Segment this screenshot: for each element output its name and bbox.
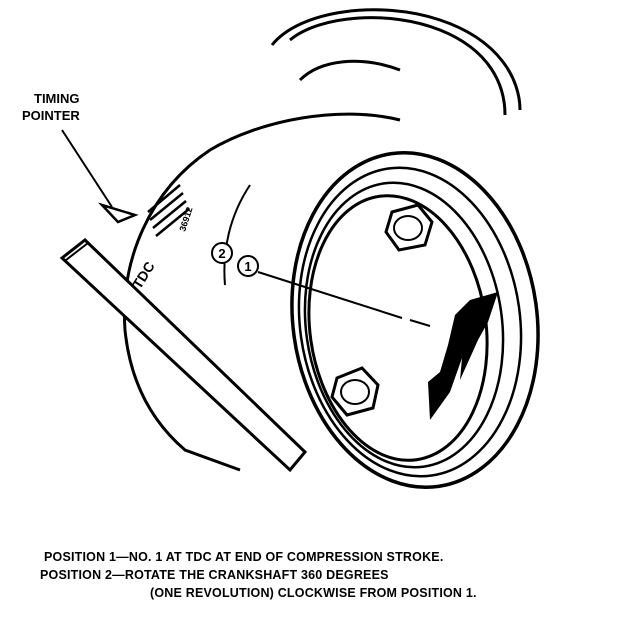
caption-line-3: (ONE REVOLUTION) CLOCKWISE FROM POSITION… <box>150 586 477 600</box>
position-1-marker: 1 <box>237 255 259 277</box>
upper-pulley <box>270 8 522 116</box>
caption-line-1: POSITION 1—NO. 1 AT TDC AT END OF COMPRE… <box>44 550 444 564</box>
position-1-number: 1 <box>244 259 251 274</box>
bolt-upper <box>384 203 434 252</box>
caption: POSITION 1—NO. 1 AT TDC AT END OF COMPRE… <box>0 548 624 602</box>
wrench-bar <box>59 238 308 473</box>
vibration-damper <box>122 112 540 489</box>
reference-line <box>257 271 431 327</box>
degree-marks-label: 36912 <box>177 206 194 233</box>
timing-pointer-label-2: POINTER <box>22 108 80 123</box>
timing-pointer <box>61 129 139 224</box>
position-2-number: 2 <box>218 246 225 261</box>
clockwise-arrow-icon <box>428 292 498 420</box>
position-2-marker: 2 <box>211 242 233 264</box>
tdc-label: TDC <box>129 259 158 292</box>
timing-pointer-label-1: TIMING <box>34 91 80 106</box>
bolt-lower <box>330 366 380 417</box>
caption-line-2: POSITION 2—ROTATE THE CRANKSHAFT 360 DEG… <box>40 568 389 582</box>
timing-scale <box>147 184 190 237</box>
